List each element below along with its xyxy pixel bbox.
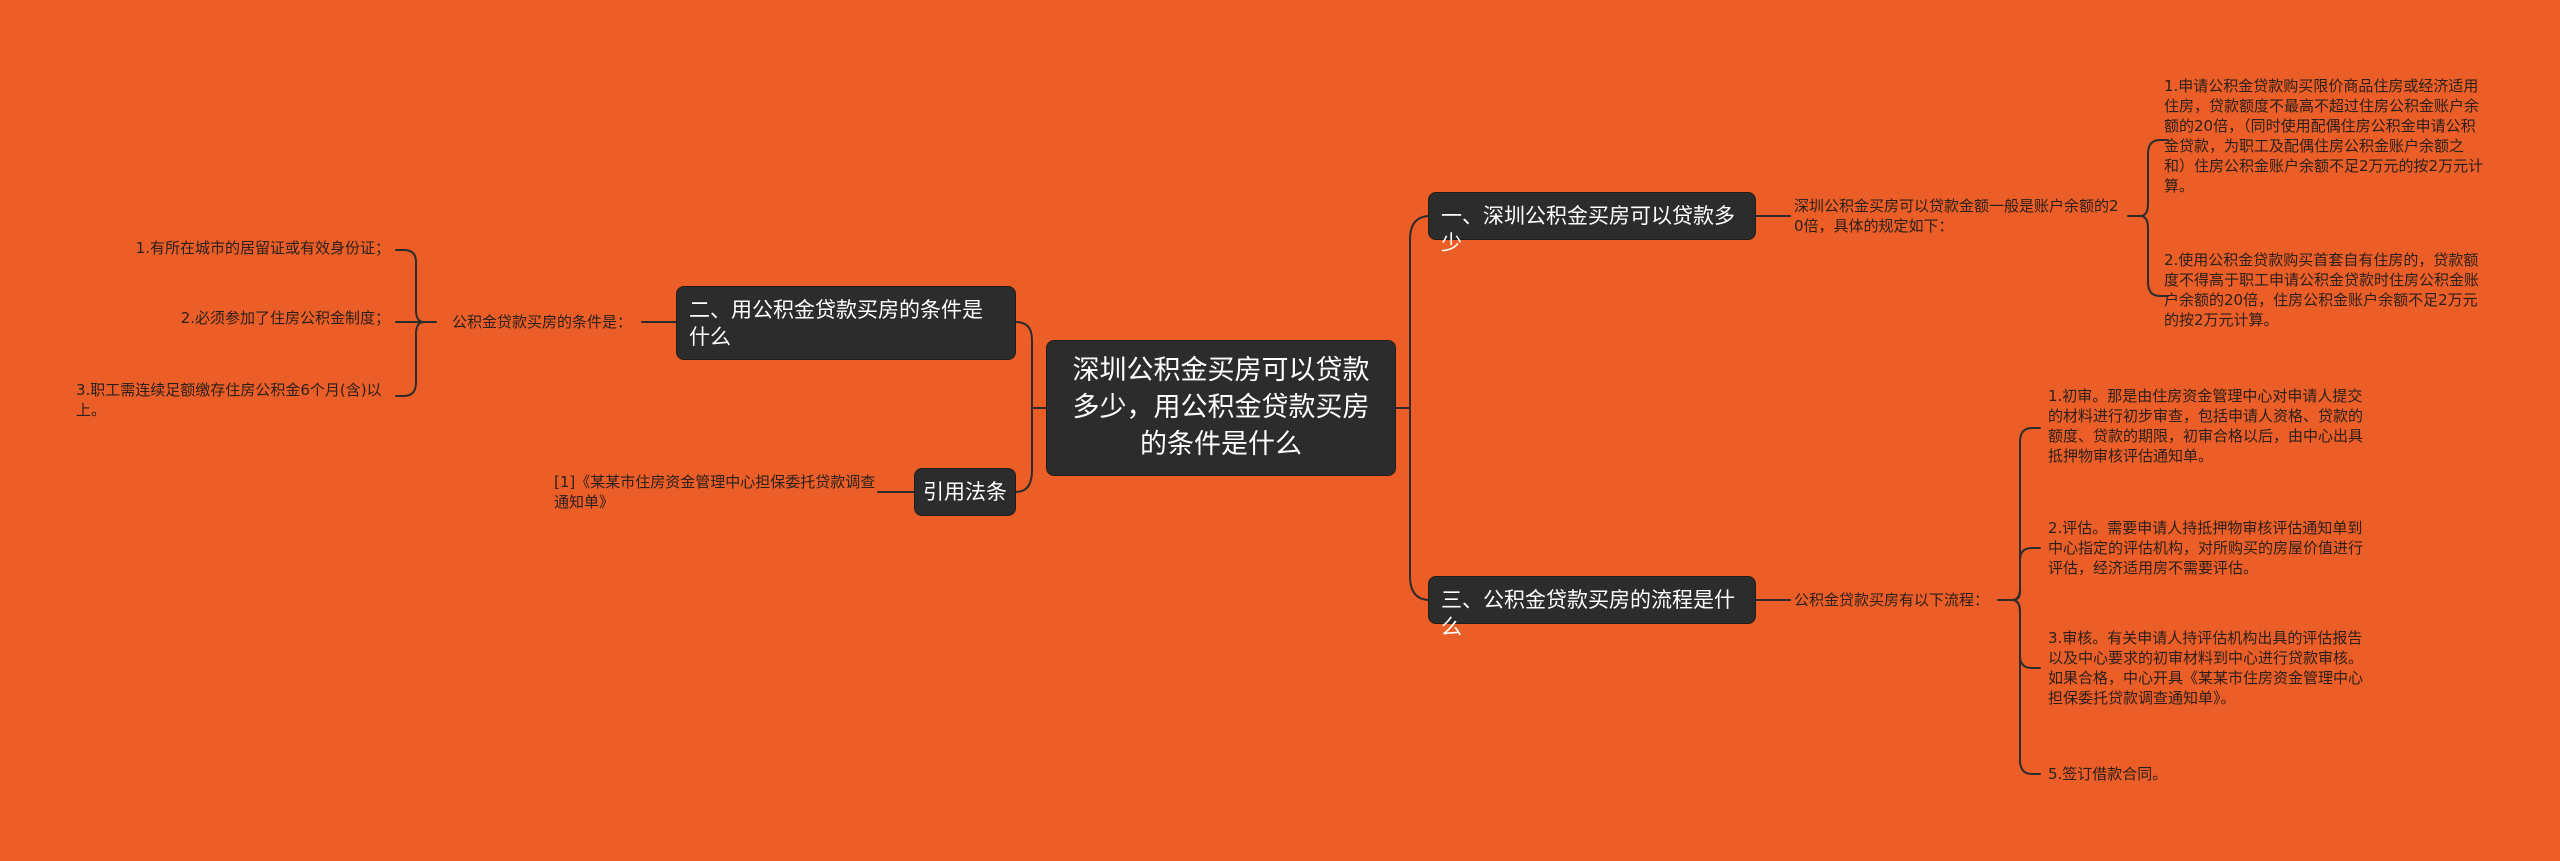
citation-item-1: [1]《某某市住房资金管理中心担保委托贷款调查通知单》 — [554, 473, 876, 511]
branch-loan-process[interactable]: 三、公积金贷款买房的流程是什么 — [1428, 576, 1756, 639]
process-item-2: 2.评估。需要申请人持抵押物审核评估通知单到中心指定的评估机构，对所购买的房屋价… — [2048, 519, 2364, 577]
branch-citation-label: 引用法条 — [923, 480, 1007, 504]
branch-loan-process-label: 三、公积金贷款买房的流程是什么 — [1441, 588, 1735, 639]
process-item-3: 3.审核。有关申请人持评估机构出具的评估报告以及中心要求的初审材料到中心进行贷款… — [2048, 629, 2364, 707]
branch-loan-process-intro: 公积金贷款买房有以下流程： — [1794, 591, 1990, 609]
branch-citation[interactable]: 引用法条 — [914, 468, 1016, 516]
root-topic[interactable]: 深圳公积金买房可以贷款多少，用公积金贷款买房的条件是什么 — [1046, 340, 1396, 476]
root-topic-label: 深圳公积金买房可以贷款多少，用公积金贷款买房的条件是什么 — [1072, 355, 1370, 460]
branch-loan-conditions-intro: 公积金贷款买房的条件是： — [451, 313, 632, 331]
branch-loan-amount-label: 一、深圳公积金买房可以贷款多少 — [1441, 204, 1735, 255]
loan-amount-item-2: 2.使用公积金贷款购买首套自有住房的，贷款额度不得高于职工申请公积金贷款时住房公… — [2164, 251, 2480, 329]
condition-item-2: 2.必须参加了住房公积金制度； — [180, 309, 390, 327]
process-item-4: 5.签订借款合同。 — [2048, 765, 2168, 783]
condition-item-3: 3.职工需连续足额缴存住房公积金6个月(含)以上。 — [76, 381, 382, 419]
branch-loan-amount-intro: 深圳公积金买房可以贷款金额一般是账户余额的20倍，具体的规定如下： — [1794, 197, 2119, 235]
branch-loan-conditions[interactable]: 二、用公积金贷款买房的条件是什么 — [676, 286, 1016, 360]
branch-loan-amount[interactable]: 一、深圳公积金买房可以贷款多少 — [1428, 192, 1756, 255]
condition-item-1: 1.有所在城市的居留证或有效身份证； — [135, 239, 390, 257]
loan-amount-item-1: 1.申请公积金贷款购买限价商品住房或经济适用住房，贷款额度不最高不超过住房公积金… — [2164, 77, 2484, 195]
branch-loan-conditions-label: 二、用公积金贷款买房的条件是什么 — [689, 298, 983, 349]
process-item-1: 1.初审。那是由住房资金管理中心对申请人提交的材料进行初步审查，包括申请人资格、… — [2048, 387, 2364, 465]
